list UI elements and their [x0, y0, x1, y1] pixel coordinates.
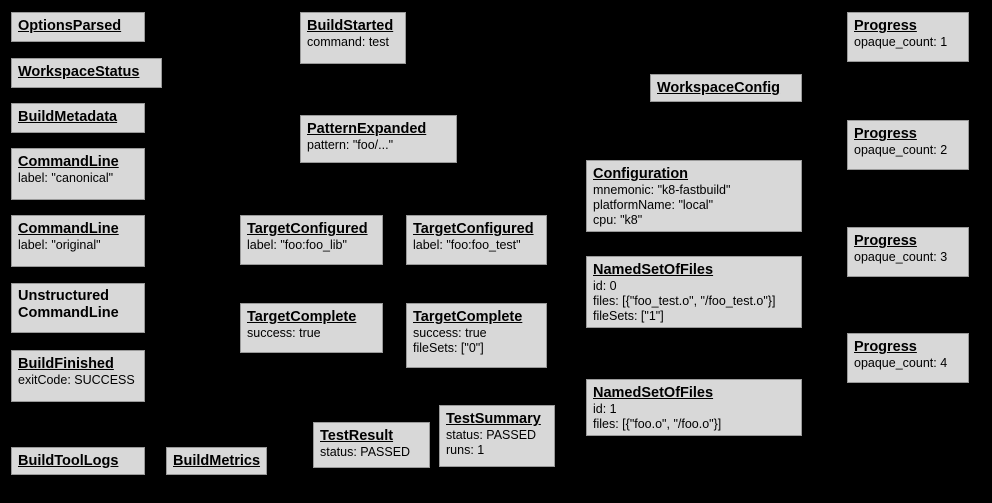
event-node-title: TargetConfigured [247, 221, 368, 237]
event-node-title: Progress [854, 126, 917, 142]
event-node-title: TestResult [320, 428, 394, 444]
event-node-build-metadata[interactable]: BuildMetadata [11, 103, 145, 133]
event-node-title: Progress [854, 233, 917, 249]
event-node-field: mnemonic: "k8-fastbuild" [593, 183, 731, 197]
event-node-build-metrics[interactable]: BuildMetrics [166, 447, 267, 475]
event-node-field: command: test [307, 35, 389, 49]
event-node-title: BuildMetrics [173, 453, 261, 469]
event-node-title: TargetComplete [247, 309, 357, 325]
event-node-field: fileSets: ["1"] [593, 309, 664, 323]
event-node-title: BuildToolLogs [18, 453, 119, 469]
event-node-workspace-config[interactable]: WorkspaceConfig [650, 74, 802, 102]
event-node-title: OptionsParsed [18, 18, 122, 34]
event-node-field: opaque_count: 2 [854, 143, 948, 157]
event-node-title: WorkspaceStatus [18, 64, 140, 80]
event-node-field: opaque_count: 3 [854, 250, 948, 264]
event-node-field: exitCode: SUCCESS [18, 373, 135, 387]
event-node-field: files: [{"foo_test.o", "/foo_test.o"}] [593, 294, 776, 308]
event-node-workspace-status[interactable]: WorkspaceStatus [11, 58, 162, 88]
event-node-field: opaque_count: 1 [854, 35, 948, 49]
event-node-field: cpu: "k8" [593, 213, 643, 227]
event-node-title: TargetComplete [413, 309, 523, 325]
event-node-field: runs: 1 [446, 443, 485, 457]
event-node-title: BuildFinished [18, 356, 114, 372]
event-node-field: label: "foo:foo_lib" [247, 238, 347, 252]
event-node-title: TestSummary [446, 411, 541, 427]
event-node-field: success: true [247, 326, 321, 340]
event-node-title: Configuration [593, 166, 689, 182]
event-node-field: label: "canonical" [18, 171, 114, 185]
event-node-title: Unstructured [18, 288, 110, 304]
event-node-title: NamedSetOfFiles [593, 262, 714, 278]
event-node-build-tool-logs[interactable]: BuildToolLogs [11, 447, 145, 475]
event-node-title: CommandLine [18, 154, 119, 170]
event-node-field: pattern: "foo/..." [307, 138, 394, 152]
event-node-field: files: [{"foo.o", "/foo.o"}] [593, 417, 722, 431]
event-node-title: BuildMetadata [18, 109, 118, 125]
event-node-title: WorkspaceConfig [657, 80, 781, 96]
event-node-title: Progress [854, 18, 917, 34]
event-node-title: NamedSetOfFiles [593, 385, 714, 401]
event-node-field: success: true [413, 326, 487, 340]
event-node-options-parsed[interactable]: OptionsParsed [11, 12, 145, 42]
event-node-title: BuildStarted [307, 18, 394, 34]
event-node-field: status: PASSED [446, 428, 537, 442]
event-node-field: id: 0 [593, 279, 617, 293]
event-node-title: PatternExpanded [307, 121, 427, 137]
event-node-field: label: "original" [18, 238, 101, 252]
event-node-field: opaque_count: 4 [854, 356, 948, 370]
event-node-field: status: PASSED [320, 445, 411, 459]
event-node-field: platformName: "local" [593, 198, 714, 212]
event-node-field: id: 1 [593, 402, 617, 416]
event-node-title: CommandLine [18, 305, 119, 321]
event-node-title: Progress [854, 339, 917, 355]
event-node-title: CommandLine [18, 221, 119, 237]
event-node-title: TargetConfigured [413, 221, 534, 237]
event-node-field: label: "foo:foo_test" [413, 238, 521, 252]
event-node-field: fileSets: ["0"] [413, 341, 484, 355]
